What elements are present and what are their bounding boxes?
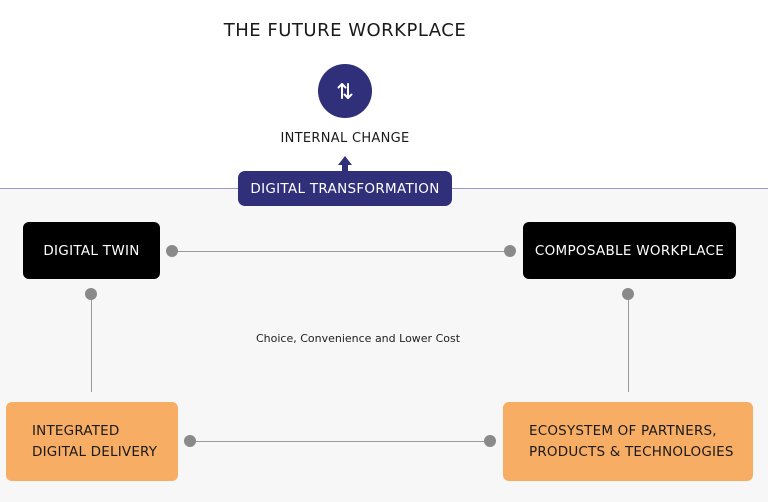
integrated-digital-delivery-line-1: INTEGRATED	[32, 422, 120, 439]
digital-twin-label: DIGITAL TWIN	[43, 242, 140, 259]
ecosystem-line-1: ECOSYSTEM OF PARTNERS,	[529, 422, 717, 439]
internal-change-circle	[318, 64, 372, 118]
up-arrow-icon	[338, 156, 352, 165]
connector-top-horizontal	[172, 251, 510, 252]
connector-endpoint-icon	[85, 288, 97, 300]
internal-change-label: INTERNAL CHANGE	[280, 131, 410, 146]
integrated-digital-delivery-line-2: DIGITAL DELIVERY	[32, 443, 158, 460]
swap-vertical-arrows-icon	[337, 83, 353, 99]
connector-bottom-horizontal	[190, 441, 490, 442]
center-caption: Choice, Convenience and Lower Cost	[255, 332, 461, 345]
connector-right-vertical	[628, 294, 629, 392]
digital-twin-box: DIGITAL TWIN	[23, 222, 160, 279]
up-arrow-stem	[342, 164, 348, 174]
connector-endpoint-icon	[504, 245, 516, 257]
ecosystem-box: ECOSYSTEM OF PARTNERS, PRODUCTS & TECHNO…	[503, 402, 753, 481]
connector-endpoint-icon	[184, 435, 196, 447]
composable-workplace-label: COMPOSABLE WORKPLACE	[534, 242, 725, 259]
composable-workplace-box: COMPOSABLE WORKPLACE	[523, 222, 736, 279]
connector-endpoint-icon	[166, 245, 178, 257]
integrated-digital-delivery-box: INTEGRATED DIGITAL DELIVERY	[6, 402, 178, 481]
connector-endpoint-icon	[484, 435, 496, 447]
connector-left-vertical	[91, 294, 92, 392]
digital-transformation-badge: DIGITAL TRANSFORMATION	[238, 171, 452, 206]
diagram-title: THE FUTURE WORKPLACE	[223, 20, 467, 41]
ecosystem-line-2: PRODUCTS & TECHNOLOGIES	[529, 443, 734, 460]
connector-endpoint-icon	[622, 288, 634, 300]
